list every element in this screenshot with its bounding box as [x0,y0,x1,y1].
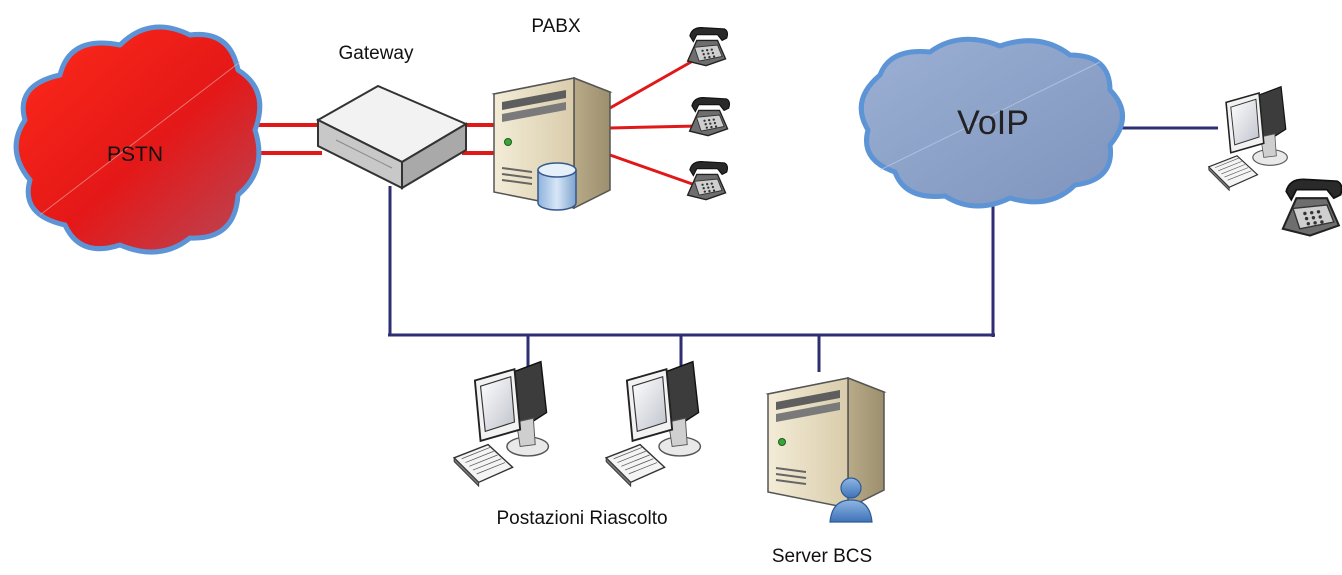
telephone-icon [1281,178,1342,237]
analog-links [250,56,699,188]
gateway-box-icon [315,84,469,190]
pabx-phone3-link [609,153,699,188]
pabx-server [493,77,611,211]
telephone-icon [686,26,729,67]
telephone-icon [686,160,729,201]
pabx-phone2-link [609,124,699,130]
desktop-computer-icon [453,360,550,488]
telephone-icon [688,96,731,137]
gateway-label: Gateway [339,43,414,64]
voip-cloud: VoIP [858,36,1125,209]
pstn-cloud: PSTN [13,24,263,255]
server-tower-icon [766,376,886,510]
desktop-computer-icon [1207,85,1289,192]
desktop-computer-icon [605,360,702,488]
pabx-label: PABX [531,16,581,37]
user-icon [829,477,873,523]
pstn-label: PSTN [107,143,163,166]
voip-label: VoIP [957,104,1029,142]
database-icon [537,162,577,211]
pabx-phone1-link [609,56,699,110]
server-label: Server BCS [772,546,872,567]
bcs-server [766,376,886,523]
workstations-label: Postazioni Riascolto [496,508,667,529]
ip-links [388,126,1218,372]
